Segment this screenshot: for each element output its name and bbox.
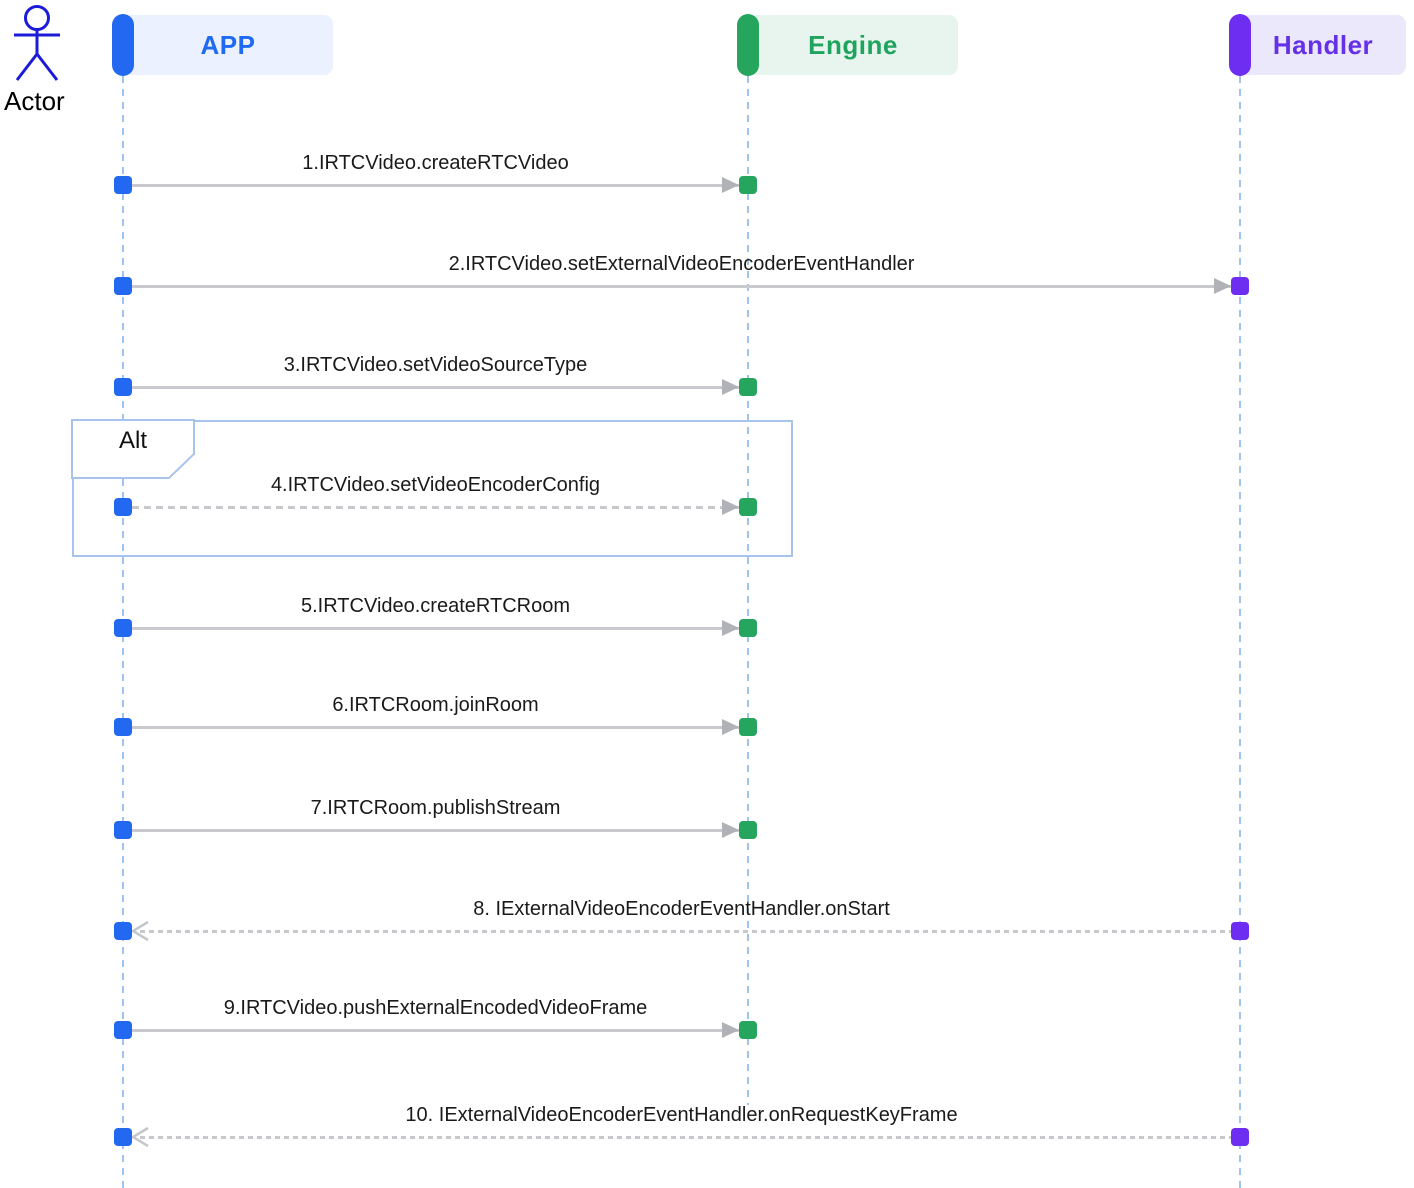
node-app [114, 1128, 132, 1146]
participant-header-handler: Handler [1240, 15, 1406, 75]
arrowhead-icon [1214, 278, 1231, 294]
participant-pill-app [112, 14, 134, 76]
alt-fragment-label: Alt [118, 427, 147, 454]
arrowhead-icon [722, 1022, 739, 1038]
arrowhead-icon [722, 719, 739, 735]
message-8-label: 8. IExternalVideoEncoderEventHandler.onS… [473, 898, 890, 920]
actor-label: Actor [4, 86, 65, 116]
node-engine [739, 176, 757, 194]
node-app [114, 821, 132, 839]
node-engine [739, 821, 757, 839]
message-1-label: 1.IRTCVideo.createRTCVideo [302, 152, 569, 174]
message-5-label: 5.IRTCVideo.createRTCRoom [300, 595, 570, 617]
message-9-label: 9.IRTCVideo.pushExternalEncodedVideoFram… [223, 997, 648, 1019]
node-engine [739, 619, 757, 637]
arrowhead-icon [722, 499, 739, 515]
participant-header-engine: Engine [748, 15, 958, 75]
message-10-label: 10. IExternalVideoEncoderEventHandler.on… [405, 1104, 958, 1126]
node-engine [739, 1021, 757, 1039]
node-app [114, 176, 132, 194]
open-arrowhead-icon [130, 1126, 149, 1148]
message-7-label: 7.IRTCRoom.publishStream [310, 797, 561, 819]
message-7-line [132, 829, 739, 832]
message-4-line [132, 506, 739, 509]
node-app [114, 1021, 132, 1039]
node-app [114, 718, 132, 736]
open-arrowhead-icon [130, 920, 149, 942]
node-app [114, 922, 132, 940]
node-engine [739, 718, 757, 736]
participant-header-app: APP [123, 15, 333, 75]
node-handler [1231, 277, 1249, 295]
message-6-label: 6.IRTCRoom.joinRoom [332, 694, 539, 716]
message-3-label: 3.IRTCVideo.setVideoSourceType [283, 354, 588, 376]
arrowhead-icon [722, 379, 739, 395]
alt-fragment-label-shape [71, 419, 195, 479]
arrowhead-icon [722, 620, 739, 636]
message-10-line [140, 1136, 1231, 1139]
node-app [114, 619, 132, 637]
lifeline-engine [747, 76, 749, 1105]
node-app [114, 498, 132, 516]
node-engine [739, 378, 757, 396]
node-app [114, 277, 132, 295]
message-1-line [132, 184, 739, 187]
actor-icon [14, 5, 60, 81]
message-6-line [132, 726, 739, 729]
message-2-line [132, 285, 1231, 288]
message-3-line [132, 386, 739, 389]
message-8-line [140, 930, 1231, 933]
arrowhead-icon [722, 177, 739, 193]
node-app [114, 378, 132, 396]
message-9-line [132, 1029, 739, 1032]
arrowhead-icon [722, 822, 739, 838]
message-2-label: 2.IRTCVideo.setExternalVideoEncoderEvent… [448, 253, 915, 275]
lifeline-handler [1239, 76, 1241, 1188]
message-4-label: 4.IRTCVideo.setVideoEncoderConfig [270, 474, 601, 496]
message-5-line [132, 627, 739, 630]
node-handler [1231, 922, 1249, 940]
node-engine [739, 498, 757, 516]
alt-fragment-box [72, 420, 793, 557]
participant-pill-engine [737, 14, 759, 76]
node-handler [1231, 1128, 1249, 1146]
participant-pill-handler [1229, 14, 1251, 76]
